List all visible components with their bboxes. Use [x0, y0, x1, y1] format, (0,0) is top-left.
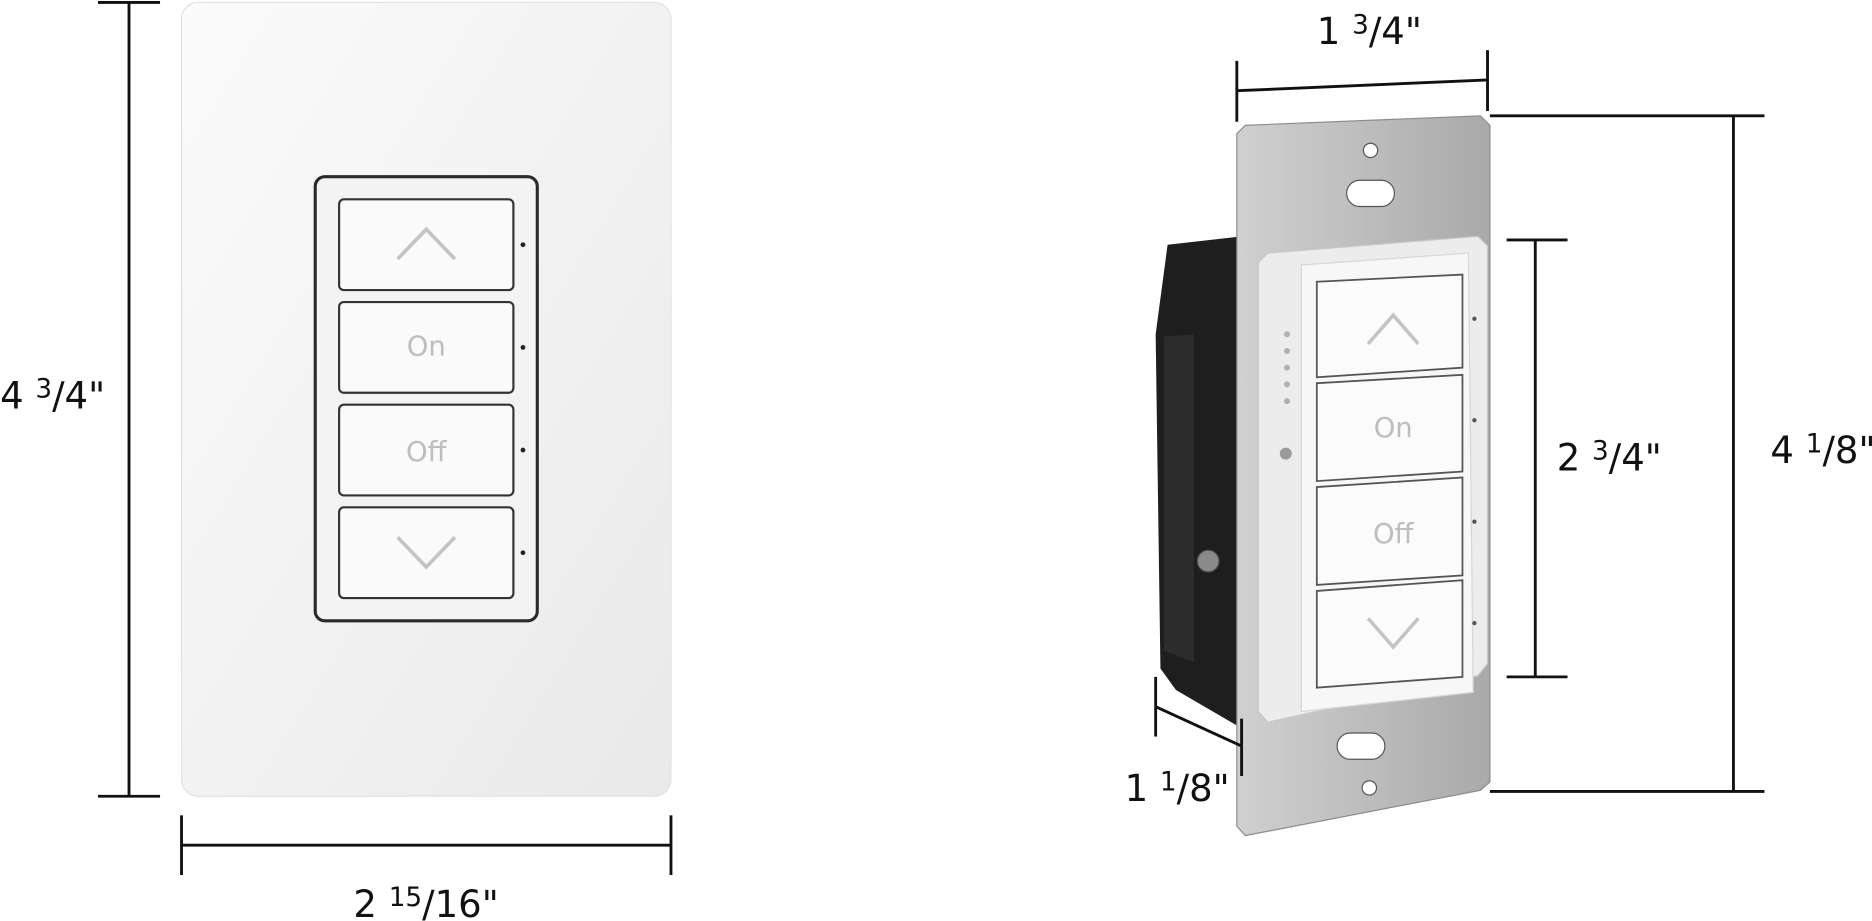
- side-led-dots: [1472, 316, 1477, 626]
- front-button-down[interactable]: [338, 506, 515, 600]
- width-dimension: 2 15/16": [180, 815, 673, 921]
- side-view: On Off 1 3/4" 4 1/8" 2 3: [1125, 10, 1872, 837]
- front-button-off[interactable]: Off: [338, 403, 515, 497]
- side-leds: [1279, 331, 1292, 460]
- front-view: On Off 4 3/4" 2 15/16": [0, 0, 673, 921]
- height-label: 4 3/4": [0, 374, 105, 417]
- strap-hole-bottom: [1361, 780, 1378, 796]
- chevron-up-icon: [1366, 312, 1420, 345]
- height-dimension: 4 3/4": [0, 0, 161, 798]
- side-button-down[interactable]: [1315, 579, 1464, 689]
- button-label-off: Off: [406, 437, 448, 468]
- width-label: 2 15/16": [353, 883, 498, 921]
- chevron-down-icon: [1366, 617, 1420, 650]
- front-button-up[interactable]: [338, 198, 515, 292]
- button-label-off: Off: [1373, 519, 1415, 550]
- depth-label: 1 1/8": [1125, 767, 1230, 810]
- terminal-screw: [1196, 549, 1220, 573]
- strap-width-dimension: 1 3/4": [1235, 10, 1489, 122]
- strap-slot-bottom: [1336, 732, 1386, 760]
- strap-hole-top: [1362, 142, 1379, 159]
- side-button-on[interactable]: On: [1315, 373, 1464, 483]
- strap-width-label: 1 3/4": [1317, 10, 1422, 53]
- chevron-up-icon: [396, 226, 457, 261]
- keypad-height-label: 2 3/4": [1557, 436, 1662, 479]
- side-button-up[interactable]: [1315, 273, 1464, 379]
- strap-slot-top: [1346, 179, 1396, 208]
- keypad-height-dimension: 2 3/4": [1506, 238, 1662, 679]
- button-label-on: On: [1374, 413, 1413, 444]
- strap-height-label: 4 1/8": [1770, 429, 1872, 472]
- led-indicators: [520, 242, 526, 556]
- button-label-on: On: [407, 332, 446, 363]
- chevron-down-icon: [396, 535, 457, 570]
- depth-dimension: 1 1/8": [1125, 676, 1244, 810]
- side-button-off[interactable]: Off: [1315, 476, 1464, 586]
- front-button-on[interactable]: On: [338, 300, 515, 394]
- strap-height-dimension: 4 1/8": [1489, 114, 1872, 793]
